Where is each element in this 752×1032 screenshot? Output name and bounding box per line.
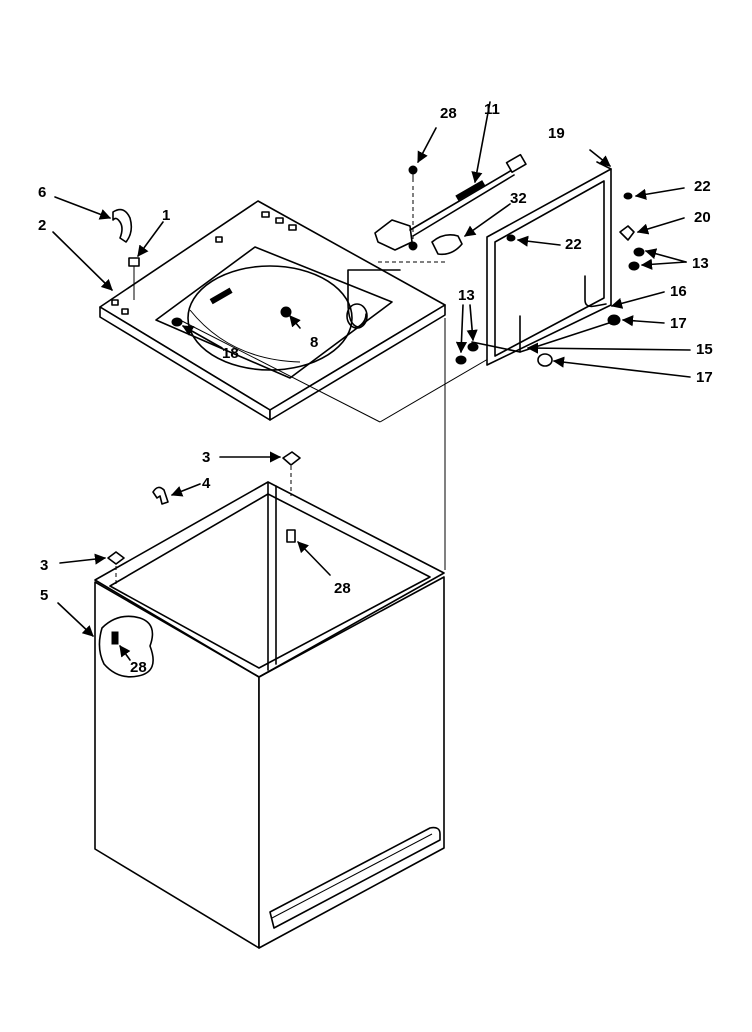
leader-5 (57, 602, 94, 637)
screws-13-right (628, 247, 687, 271)
hinge-18 (171, 317, 223, 349)
spring-16 (584, 275, 665, 309)
clip-4 (152, 483, 201, 505)
label-17-lower: 17 (696, 369, 713, 386)
label-22-a: 22 (694, 178, 711, 195)
cutaway (98, 615, 154, 678)
label-20: 20 (694, 209, 711, 226)
cabinet-5 (94, 481, 445, 949)
label-3-left: 3 (40, 557, 48, 574)
label-28-middle: 28 (334, 580, 351, 597)
screw-28-middle (286, 529, 331, 576)
label-4: 4 (202, 475, 211, 492)
screws-13-left (455, 304, 479, 365)
label-22-b: 22 (565, 236, 582, 253)
label-3-right: 3 (202, 449, 210, 466)
lid-opening (155, 246, 393, 379)
leader-2 (52, 231, 113, 291)
label-13-right: 13 (692, 255, 709, 272)
clip-6 (54, 196, 133, 243)
screw-28-left (111, 631, 131, 661)
actuator-32 (431, 203, 511, 256)
label-16: 16 (670, 283, 687, 300)
hinge-rod-15 (471, 315, 691, 354)
clip-3-right (219, 451, 301, 496)
switch-mount (347, 269, 401, 328)
label-15: 15 (696, 341, 713, 358)
label-28-left: 28 (130, 659, 147, 676)
top-panel (99, 200, 501, 570)
label-1: 1 (162, 207, 170, 224)
pivot-17-lower (537, 353, 691, 378)
label-19: 19 (548, 125, 565, 142)
hinge-20 (619, 217, 685, 241)
label-18: 18 (222, 345, 239, 362)
tub-ring (187, 265, 353, 371)
screw-8 (280, 306, 301, 329)
label-2: 2 (38, 217, 46, 234)
label-13-left: 13 (458, 287, 475, 304)
label-28-top: 28 (440, 105, 457, 122)
grommet-1 (128, 221, 164, 300)
label-17-upper: 17 (670, 315, 687, 332)
bumper-22-b (506, 234, 561, 247)
callout-labels: 6 2 1 28 11 32 8 18 19 22 20 22 13 16 13… (38, 101, 713, 676)
label-8: 8 (310, 334, 318, 351)
pivot-17-upper (607, 314, 665, 327)
screw-28-top (408, 127, 437, 251)
label-11: 11 (484, 101, 500, 118)
clip-3-left (59, 551, 125, 584)
label-6: 6 (38, 184, 46, 201)
label-5: 5 (40, 587, 48, 604)
bumper-22-a (623, 187, 685, 200)
label-32: 32 (510, 190, 527, 207)
lid-19 (486, 149, 612, 366)
